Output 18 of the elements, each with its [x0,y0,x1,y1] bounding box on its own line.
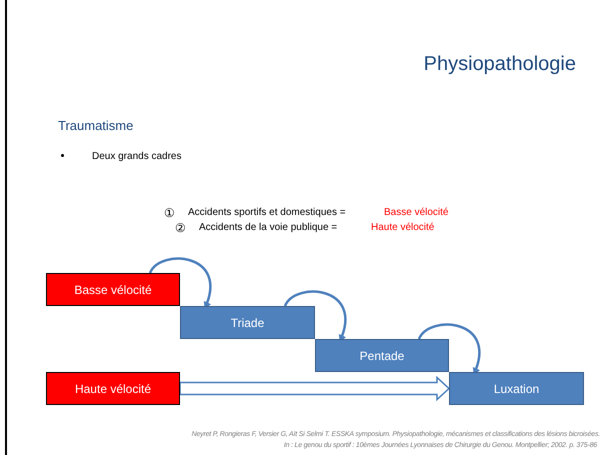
label-text: Accidents sportifs et domestiques = [188,206,346,220]
velocity-box: Haute vélocité [46,372,180,405]
label-text: Basse vélocité [384,206,448,220]
number-marker: ① [164,205,175,222]
section-heading: Traumatisme [58,117,134,135]
slide-title: Physiopathologie [424,52,576,77]
block-arrow [179,376,450,402]
curved-arrow [148,258,212,309]
stage-box: Triade [180,306,315,339]
bullet-text: Deux grands cadres [92,150,182,164]
label-text: Accidents de la voie publique = [199,221,338,235]
velocity-box: Basse vélocité [46,273,180,306]
number-marker: ② [175,220,186,237]
curved-arrow [284,290,347,342]
stage-box: Luxation [449,372,584,405]
stage-box: Pentade [315,339,449,372]
curved-arrow [418,324,481,375]
label-text: Haute vélocité [371,221,434,235]
